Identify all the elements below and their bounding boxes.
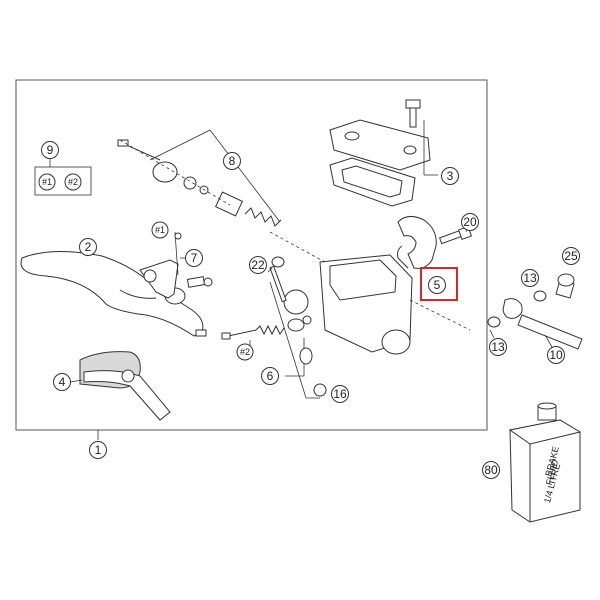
callout-c20-circle bbox=[461, 213, 479, 231]
callout-c4-circle bbox=[53, 373, 71, 391]
callout-c7-circle bbox=[185, 249, 203, 267]
callout-c13a-label: 13 bbox=[523, 271, 537, 285]
callout-c2-label: 2 bbox=[85, 240, 92, 254]
callout-r2_spring-label: #2 bbox=[240, 347, 250, 357]
callout-c10-circle bbox=[547, 346, 565, 364]
callout-c1-circle bbox=[89, 441, 107, 459]
callout-c4-label: 4 bbox=[59, 375, 66, 389]
callout-c20-label: 20 bbox=[463, 215, 477, 229]
callout-r2_box-label: #2 bbox=[68, 177, 78, 187]
callout-c5-label: 5 bbox=[434, 278, 441, 292]
lever-guard bbox=[79, 351, 171, 421]
callout-c8-label: 8 bbox=[229, 154, 236, 168]
callout-c3-label: 3 bbox=[447, 169, 454, 183]
handlebar-clamp bbox=[397, 216, 437, 269]
callout-c3-circle bbox=[441, 167, 459, 185]
callout-c7-label: 7 bbox=[191, 251, 198, 265]
callout-r1_pin-label: #1 bbox=[155, 225, 165, 235]
callout-r1_pin-circle bbox=[151, 221, 169, 239]
callout-c16-circle bbox=[331, 385, 349, 403]
callout-r1_box-circle bbox=[38, 173, 56, 191]
master-cylinder-body bbox=[283, 254, 413, 355]
callout-c10-label: 10 bbox=[549, 348, 563, 362]
adjuster-pin bbox=[221, 324, 285, 340]
screw-22 bbox=[269, 256, 287, 303]
callout-c6-circle bbox=[261, 367, 279, 385]
callout-c8-circle bbox=[223, 152, 241, 170]
callout-c9-label: 9 bbox=[47, 143, 54, 157]
callout-c13b-label: 13 bbox=[491, 340, 505, 354]
callout-c9-circle bbox=[41, 141, 59, 159]
brake-line bbox=[487, 273, 583, 350]
callout-c16-label: 16 bbox=[333, 387, 347, 401]
callout-c13a-circle bbox=[521, 269, 539, 287]
callout-r1_box-label: #1 bbox=[42, 177, 52, 187]
highlight-box-part-5 bbox=[420, 267, 458, 301]
callout-c22-circle bbox=[249, 256, 267, 274]
callout-c22-label: 22 bbox=[251, 258, 265, 272]
callout-c25-circle bbox=[562, 247, 580, 265]
callout-c13b-circle bbox=[489, 338, 507, 356]
adjuster-assembly bbox=[139, 231, 213, 299]
part-9-box bbox=[34, 166, 92, 196]
callout-c1-label: 1 bbox=[95, 443, 102, 457]
callout-c5-circle bbox=[428, 276, 446, 294]
callout-c6-label: 6 bbox=[267, 369, 274, 383]
callout-c80-circle bbox=[482, 461, 500, 479]
callout-r2_spring-circle bbox=[236, 343, 254, 361]
callout-c25-label: 25 bbox=[564, 249, 578, 263]
callout-c80-label: 80 bbox=[484, 463, 498, 477]
callout-c2-circle bbox=[79, 238, 97, 256]
reservoir-cap bbox=[329, 99, 431, 207]
brake-fluid-bottle bbox=[508, 402, 582, 523]
assembly-frame bbox=[15, 79, 488, 431]
callout-r2_box-circle bbox=[64, 173, 82, 191]
